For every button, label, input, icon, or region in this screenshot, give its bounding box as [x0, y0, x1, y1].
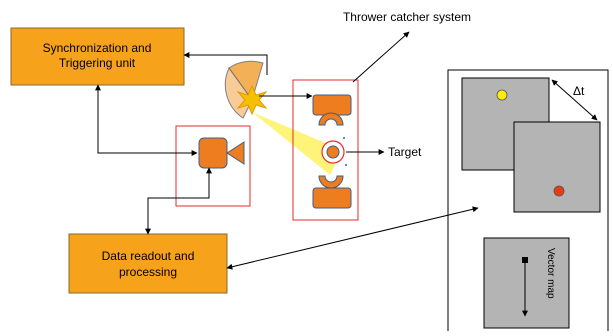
connectors	[95, 31, 598, 317]
thrower-top	[312, 94, 352, 116]
laser-burst-icon	[236, 84, 268, 116]
particle-red	[553, 185, 565, 197]
target-marker	[321, 140, 345, 164]
image-pair-panel: Δt Vector map	[447, 69, 609, 336]
readout-label-line1: Data readout and	[102, 249, 195, 263]
frame-2	[513, 121, 601, 213]
vector-map-label: Vector map	[545, 248, 556, 299]
light-sheet-beam	[252, 112, 342, 175]
sync-unit-label-line1: Synchronization and	[43, 41, 152, 55]
thrower-bottom	[312, 187, 352, 209]
vector-start-point	[522, 257, 528, 263]
camera-icon	[198, 137, 245, 169]
data-readout-unit: Data readout and processing	[68, 233, 228, 294]
readout-label-line2: processing	[119, 265, 177, 279]
catcher-cup-bottom	[318, 175, 344, 189]
sync-unit-label-line2: Triggering unit	[59, 56, 136, 70]
catcher-cup-top	[318, 112, 344, 126]
camera-group	[175, 125, 251, 207]
delta-t-label: Δt	[573, 84, 585, 98]
system-title-label: Thrower catcher system	[343, 10, 471, 24]
thrower-catcher-system	[292, 79, 359, 221]
particle-yellow	[496, 89, 508, 101]
laser-unit	[224, 60, 268, 119]
sync-trigger-unit: Synchronization and Triggering unit	[10, 27, 185, 86]
target-label: Target	[388, 145, 422, 159]
